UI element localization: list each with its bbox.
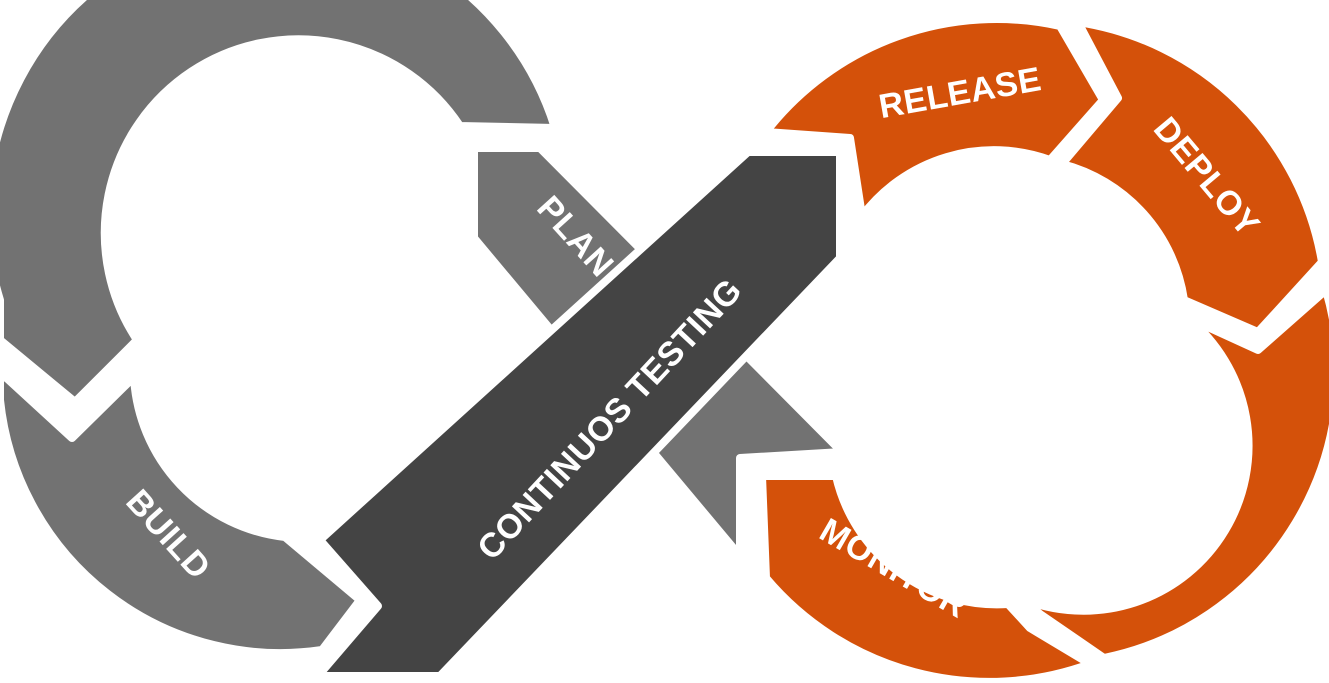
segment-operate — [1016, 286, 1329, 662]
segment-code — [0, 0, 559, 406]
segment-monitor — [758, 472, 1094, 683]
segment-build — [0, 368, 364, 658]
segment-deploy — [1058, 18, 1326, 336]
segment-release — [762, 15, 1107, 220]
segment-continuous-testing — [314, 148, 844, 680]
